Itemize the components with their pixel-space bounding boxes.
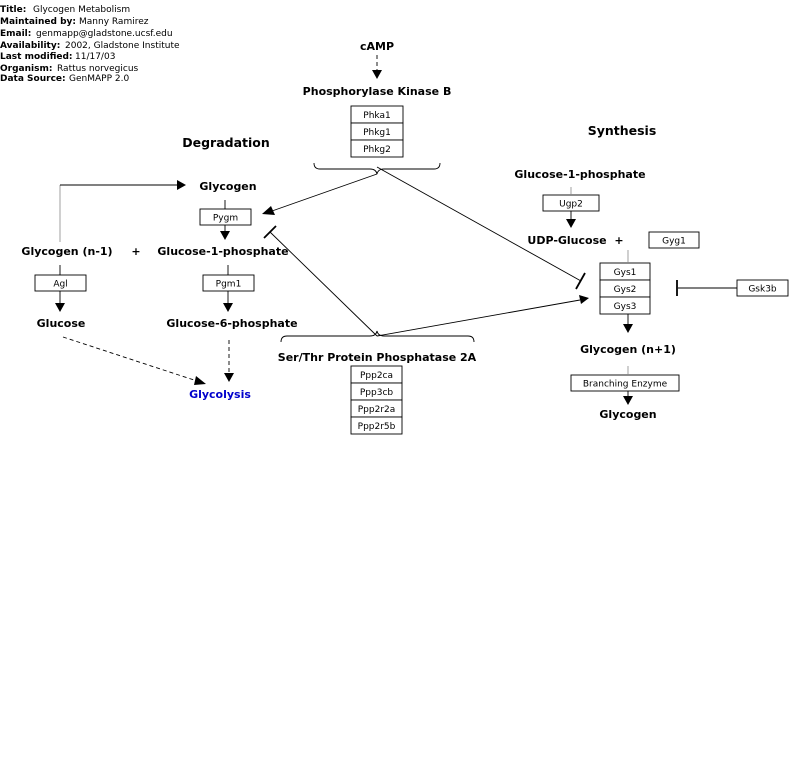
gene-label: Ugp2 bbox=[559, 200, 583, 210]
gene-gyg1[interactable]: Gyg1 bbox=[648, 231, 700, 249]
modified-value: 11/17/03 bbox=[75, 52, 115, 62]
glucose-to-glycolysis-line bbox=[62, 336, 198, 382]
gene-box bbox=[350, 139, 404, 158]
gene-ppp2r2a[interactable]: Ppp2r2a bbox=[350, 399, 403, 418]
gene-gys1[interactable]: Gys1 bbox=[599, 262, 651, 281]
gene-phkg1[interactable]: Phkg1 bbox=[350, 122, 404, 141]
arrowhead bbox=[579, 295, 589, 304]
udp-glucose-label: UDP-Glucose bbox=[527, 234, 606, 247]
gene-box bbox=[34, 274, 87, 292]
arrowhead bbox=[623, 324, 633, 333]
email-value: genmapp@gladstone.ucsf.edu bbox=[36, 29, 173, 39]
gene-ugp2[interactable]: Ugp2 bbox=[542, 194, 600, 212]
phosphatase-2a-label: Ser/Thr Protein Phosphatase 2A bbox=[278, 351, 477, 364]
phosphorylase-kinase-brace bbox=[313, 162, 441, 175]
gene-phkg2[interactable]: Phkg2 bbox=[350, 139, 404, 158]
gene-ppp2ca[interactable]: Ppp2ca bbox=[350, 365, 403, 384]
title-value: Glycogen Metabolism bbox=[33, 5, 130, 15]
gene-label: Pygm bbox=[213, 214, 238, 224]
arrowhead bbox=[224, 373, 234, 382]
arrowhead bbox=[566, 219, 576, 228]
kinase-to-gys-inhibition-line bbox=[376, 166, 582, 282]
glycolysis-link[interactable]: Glycolysis bbox=[189, 388, 251, 401]
gene-label: Gys2 bbox=[614, 285, 637, 295]
gene-box bbox=[202, 274, 255, 292]
glucose-1-phosphate-label-left: Glucose-1-phosphate bbox=[157, 245, 288, 258]
source-key: Data Source: bbox=[0, 74, 66, 84]
gene-ppp3cb[interactable]: Ppp3cb bbox=[350, 382, 403, 401]
camp-label: cAMP bbox=[360, 40, 394, 53]
gene-label: Phka1 bbox=[363, 111, 390, 121]
plus-sign-right: + bbox=[614, 234, 623, 247]
inhibition-bar bbox=[575, 272, 586, 290]
gene-label: Gys1 bbox=[614, 268, 637, 278]
gene-gys2[interactable]: Gys2 bbox=[599, 279, 651, 298]
gene-label: Ppp2r2a bbox=[358, 405, 396, 415]
gene-label: Phkg1 bbox=[363, 128, 391, 138]
arrowhead bbox=[220, 231, 230, 240]
gene-label: Gsk3b bbox=[748, 285, 777, 295]
maintained-key: Maintained by: bbox=[0, 17, 76, 27]
source-value: GenMAPP 2.0 bbox=[69, 74, 129, 84]
glycogen-n-plus-1-label: Glycogen (n+1) bbox=[580, 343, 676, 356]
gene-label: Agl bbox=[53, 280, 67, 290]
gene-label: Pgm1 bbox=[216, 280, 242, 290]
gene-pygm[interactable]: Pygm bbox=[199, 208, 252, 226]
synthesis-header: Synthesis bbox=[588, 123, 657, 138]
gene-label: Ppp2r5b bbox=[358, 422, 396, 432]
arrowhead bbox=[223, 303, 233, 312]
info-panel: Title: Glycogen Metabolism Maintained by… bbox=[0, 5, 180, 84]
gene-label: Ppp2ca bbox=[360, 371, 393, 381]
glucose-label: Glucose bbox=[37, 317, 86, 330]
maintained-value: Manny Ramirez bbox=[79, 17, 149, 27]
arrowhead bbox=[623, 396, 633, 405]
gene-agl[interactable]: Agl bbox=[34, 274, 87, 292]
modified-key: Last modified: bbox=[0, 52, 73, 62]
gene-gys3[interactable]: Gys3 bbox=[599, 296, 651, 315]
gene-phka1[interactable]: Phka1 bbox=[350, 105, 404, 124]
glycogen-label-top: Glycogen bbox=[199, 180, 256, 193]
organism-value: Rattus norvegicus bbox=[57, 64, 139, 74]
arrowhead bbox=[55, 303, 65, 312]
gene-label: Gys3 bbox=[614, 302, 637, 312]
glucose-6-phosphate-label: Glucose-6-phosphate bbox=[166, 317, 297, 330]
degradation-header: Degradation bbox=[182, 135, 270, 150]
availability-key: Availability: bbox=[0, 41, 60, 51]
title-key: Title: bbox=[0, 5, 26, 15]
gene-label: Branching Enzyme bbox=[583, 380, 668, 390]
arrowhead bbox=[372, 70, 382, 79]
inhibition-bar bbox=[263, 225, 277, 239]
arrowhead bbox=[194, 376, 206, 385]
gene-label: Gyg1 bbox=[662, 237, 686, 247]
gene-pgm1[interactable]: Pgm1 bbox=[202, 274, 255, 292]
kinase-to-pygm-line bbox=[271, 173, 378, 212]
phosphatase-to-gys-line bbox=[376, 299, 581, 337]
phosphorylase-kinase-label: Phosphorylase Kinase B bbox=[303, 85, 452, 98]
plus-sign-left: + bbox=[131, 245, 140, 258]
gene-box bbox=[570, 374, 680, 392]
gene-label: Phkg2 bbox=[363, 145, 391, 155]
arrowhead bbox=[262, 206, 275, 215]
gene-ppp2r5b[interactable]: Ppp2r5b bbox=[350, 416, 403, 435]
gene-box bbox=[199, 208, 252, 226]
email-key: Email: bbox=[0, 29, 31, 39]
phosphatase-to-pygm-inhibition-line bbox=[269, 231, 378, 337]
availability-value: 2002, Gladstone Institute bbox=[65, 41, 180, 51]
organism-key: Organism: bbox=[0, 64, 52, 74]
gene-branching-enzyme[interactable]: Branching Enzyme bbox=[570, 374, 680, 392]
gene-box bbox=[350, 416, 403, 435]
glycogen-n-minus-1-label: Glycogen (n-1) bbox=[21, 245, 112, 258]
gene-box bbox=[648, 231, 700, 249]
gene-gsk3b[interactable]: Gsk3b bbox=[736, 279, 789, 297]
gene-box bbox=[599, 296, 651, 315]
arrowhead bbox=[177, 180, 186, 190]
phosphatase-brace bbox=[280, 330, 475, 343]
glycogen-label-bottom: Glycogen bbox=[599, 408, 656, 421]
glucose-1-phosphate-label-right: Glucose-1-phosphate bbox=[514, 168, 645, 181]
gene-label: Ppp3cb bbox=[360, 388, 394, 398]
